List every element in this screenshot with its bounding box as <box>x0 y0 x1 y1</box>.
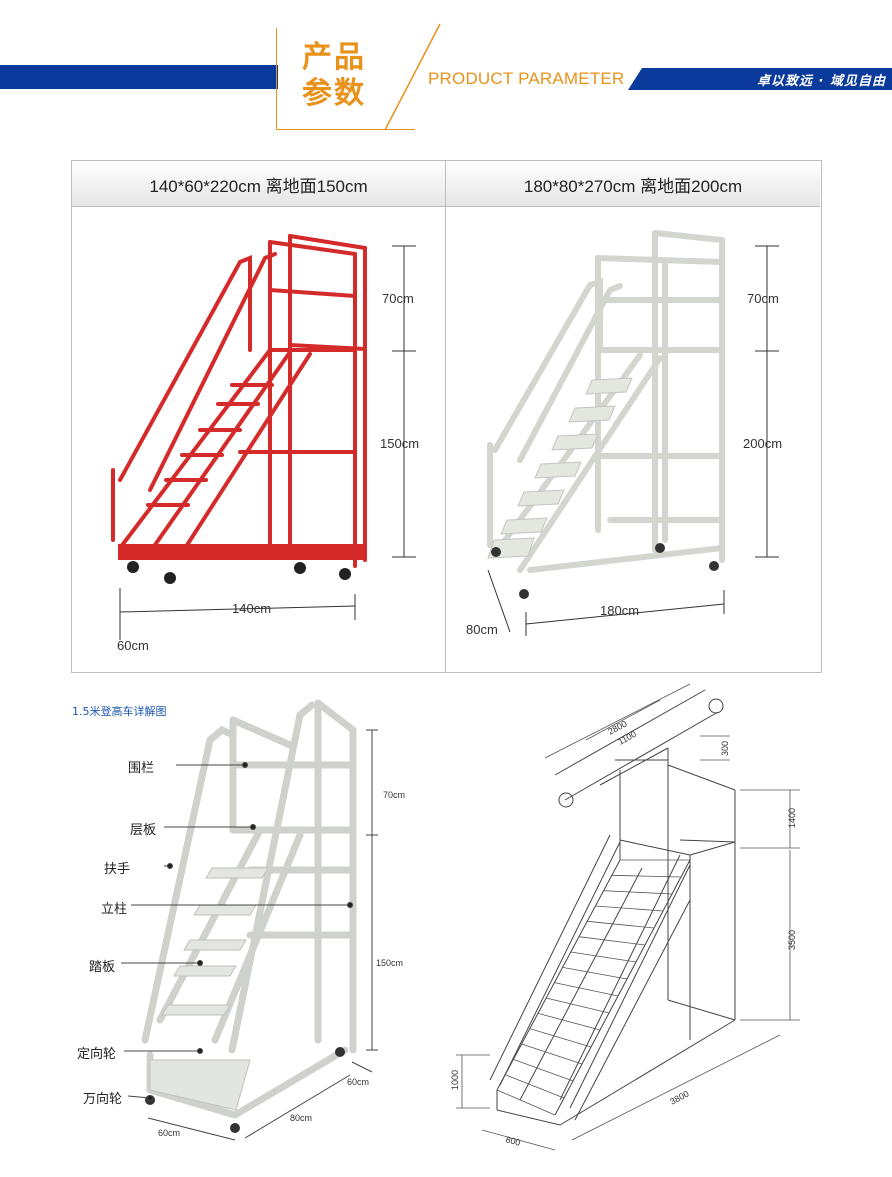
header-slogan: 卓以致远 · 域见自由 <box>757 74 886 89</box>
drawing-dim-1400: 1400 <box>787 808 797 828</box>
spec-header-right: 180*80*270cm 离地面200cm <box>523 177 743 196</box>
left-dim-middle: 150cm <box>380 436 420 451</box>
detail-title: 1.5米登高车详解图 <box>72 705 167 718</box>
spec-table-divider <box>445 160 446 672</box>
label-handrail: 扶手 <box>104 862 131 877</box>
drawing-step <box>611 874 682 878</box>
page-title: 产品 参数 <box>302 40 366 112</box>
detail-dim-middle: 150cm <box>376 958 404 968</box>
detail-dim-width: 80cm <box>290 1113 313 1123</box>
drawing-steps <box>496 859 690 1116</box>
drawing-step <box>587 920 655 929</box>
label-fixed-wheel: 定向轮 <box>77 1047 117 1062</box>
drawing-dim-300: 300 <box>720 741 730 756</box>
detail-dim-depth: 60cm <box>347 1077 370 1087</box>
title-slash <box>384 23 441 131</box>
drawing-step <box>578 936 646 946</box>
detail-dim-base: 60cm <box>158 1128 181 1138</box>
right-dim-length: 180cm <box>600 603 640 618</box>
drawing-step <box>496 1089 556 1116</box>
left-dim-top: 70cm <box>382 291 414 306</box>
left-dim-length: 140cm <box>232 601 272 616</box>
drawing-step <box>521 1043 583 1065</box>
drawing-step <box>505 1074 565 1099</box>
drawing-dim-3800: 3800 <box>668 1089 690 1107</box>
page-title-line2: 参数 <box>302 76 366 111</box>
page-title-line1: 产品 <box>302 40 366 75</box>
drawing-step <box>562 966 628 980</box>
page-subtitle: PRODUCT PARAMETER <box>428 69 625 88</box>
spec-table-header <box>72 161 820 207</box>
label-step: 踏板 <box>89 960 116 975</box>
right-dim-width: 80cm <box>466 622 498 637</box>
drawing-dim-800: 800 <box>504 1134 521 1148</box>
drawing-step <box>546 997 610 1014</box>
header-bar-left <box>0 65 278 89</box>
label-swivel-wheel: 万向轮 <box>83 1092 123 1107</box>
drawing-step <box>603 890 673 895</box>
drawing-step <box>554 982 619 997</box>
title-frame <box>276 28 415 130</box>
drawing-step <box>529 1028 592 1048</box>
right-dim-middle: 200cm <box>743 436 783 451</box>
detail-dim-top: 70cm <box>383 790 406 800</box>
spec-table <box>71 160 822 673</box>
label-guardrail: 围栏 <box>128 761 155 776</box>
drawing-step <box>595 905 664 912</box>
left-dim-width: 60cm <box>117 638 149 653</box>
drawing-dim-1000: 1000 <box>450 1070 460 1090</box>
spec-header-left: 140*60*220cm 离地面150cm <box>149 177 368 196</box>
label-platform: 层板 <box>130 823 157 838</box>
drawing-step <box>513 1058 574 1082</box>
drawing-step <box>537 1012 601 1031</box>
header-bar-right <box>628 68 892 90</box>
drawing-dim-3500: 3500 <box>787 930 797 950</box>
right-dim-top: 70cm <box>747 291 779 306</box>
drawing-step <box>570 951 637 963</box>
label-upright: 立柱 <box>101 902 128 917</box>
